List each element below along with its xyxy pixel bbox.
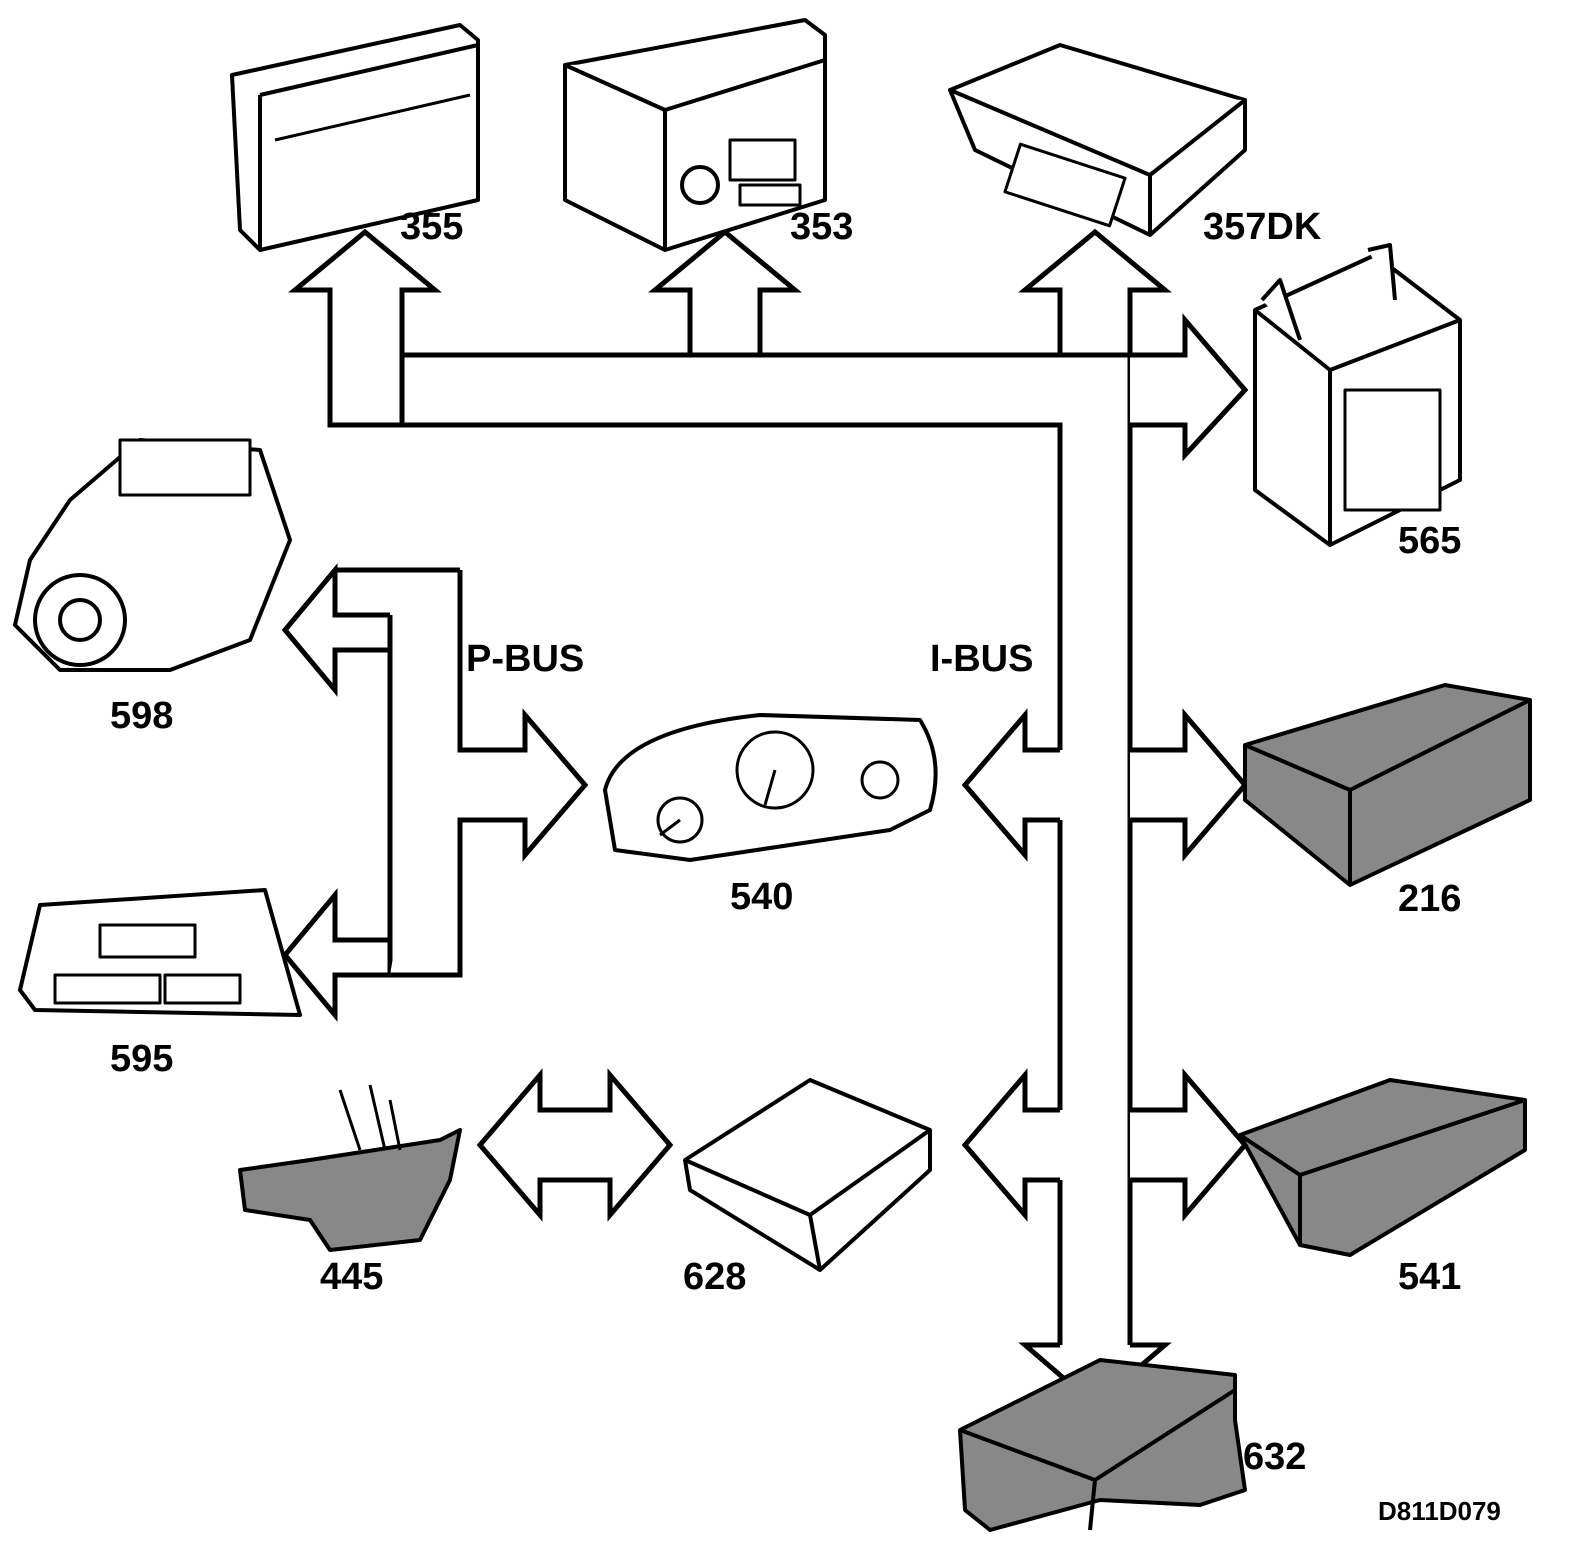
module-632-icon bbox=[958, 1358, 1247, 1532]
module-353-icon bbox=[563, 18, 827, 252]
cluster-540-icon bbox=[603, 713, 938, 862]
bus-arrow-445-628 bbox=[476, 1068, 674, 1222]
pump-598-icon bbox=[13, 438, 292, 672]
top-band-right bbox=[757, 290, 1063, 358]
bus-arrow-357dk bbox=[1018, 228, 1172, 358]
top-inner-band bbox=[399, 290, 693, 358]
pbus-arrow-598 bbox=[281, 563, 390, 697]
module-355-icon bbox=[230, 23, 480, 252]
module-628-icon bbox=[683, 1078, 932, 1272]
top-outer-band bbox=[330, 422, 1063, 750]
module-541-icon bbox=[1238, 1078, 1527, 1257]
label-216: 216 bbox=[1398, 878, 1462, 920]
bus-arrow-628-right bbox=[961, 1068, 1060, 1222]
bus-arrow-216 bbox=[1130, 708, 1249, 862]
label-445: 445 bbox=[320, 1256, 384, 1298]
module-357dk-icon bbox=[948, 43, 1247, 237]
label-628: 628 bbox=[683, 1256, 747, 1298]
bus-arrow-565 bbox=[1130, 313, 1249, 462]
label-598: 598 bbox=[110, 695, 174, 737]
module-565-icon bbox=[1253, 243, 1462, 547]
label-p-bus: P-BUS bbox=[466, 638, 585, 680]
connector-445-icon bbox=[238, 1084, 462, 1252]
label-355: 355 bbox=[400, 206, 464, 248]
figure-reference: D811D079 bbox=[1378, 1496, 1501, 1526]
label-541: 541 bbox=[1398, 1256, 1462, 1298]
pbus-arrow-595 bbox=[281, 888, 390, 1022]
label-357dk: 357DK bbox=[1203, 206, 1322, 248]
bus-arrow-355 bbox=[288, 228, 442, 428]
module-216-icon bbox=[1243, 683, 1532, 887]
label-i-bus: I-BUS bbox=[930, 638, 1034, 680]
bus-arrow-540-right bbox=[961, 708, 1060, 862]
pbus-arrow-540 bbox=[390, 570, 589, 978]
bus-arrow-541 bbox=[1130, 1068, 1249, 1222]
ecu-595-icon bbox=[18, 888, 302, 1017]
label-632: 632 bbox=[1243, 1436, 1307, 1478]
label-565: 565 bbox=[1398, 520, 1462, 562]
bus-arrow-353 bbox=[648, 228, 802, 358]
label-540: 540 bbox=[730, 876, 794, 918]
label-353: 353 bbox=[790, 206, 854, 248]
label-595: 595 bbox=[110, 1038, 174, 1080]
